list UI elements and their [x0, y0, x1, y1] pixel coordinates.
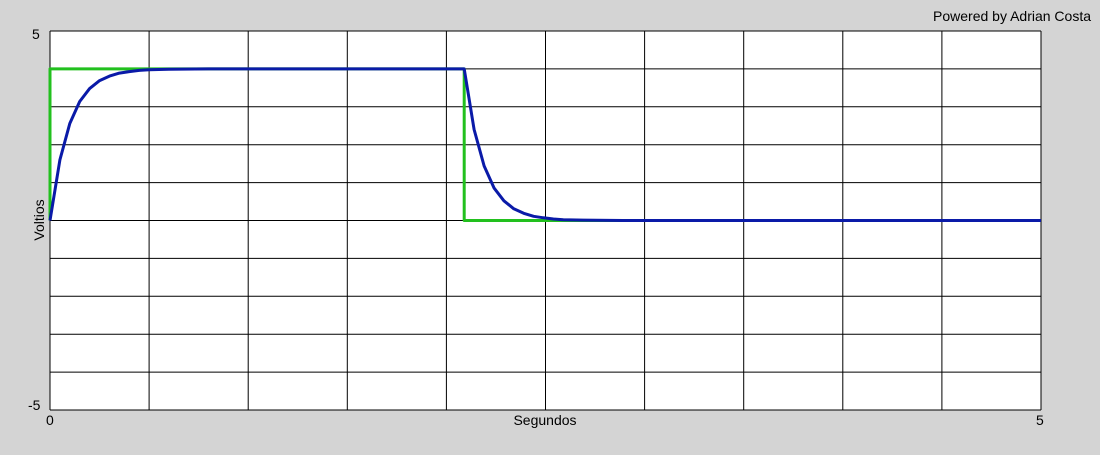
x-axis-label: Segundos: [513, 412, 577, 428]
credit-text: Powered by Adrian Costa: [933, 8, 1091, 24]
x-tick-label-min: 0: [46, 412, 54, 428]
y-tick-label-min: -5: [28, 397, 41, 413]
series-line-output: [48, 67, 1041, 222]
y-tick-label-max: 5: [32, 26, 40, 42]
y-axis-label: Voltios: [31, 199, 47, 241]
x-tick-label-max: 5: [1036, 412, 1044, 428]
series-group: [48, 67, 1041, 222]
